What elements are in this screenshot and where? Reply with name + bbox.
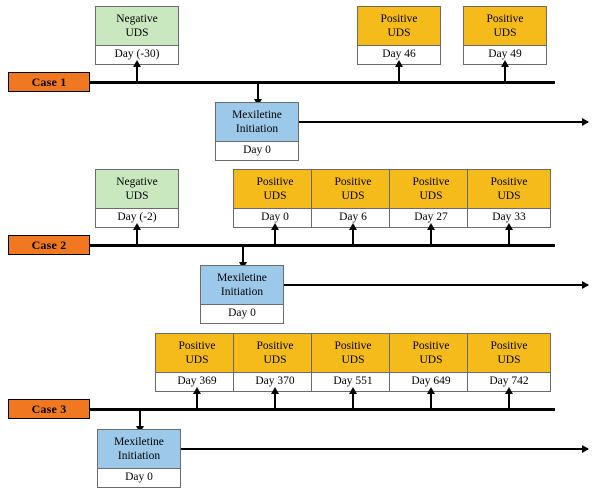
medication-card-day: Day 0 <box>97 469 181 488</box>
medication-title-line-2: Initiation <box>220 286 264 298</box>
medication-card-day: Day 0 <box>215 142 299 161</box>
event-title-line-1: Positive <box>256 340 294 352</box>
event-connector-arrow <box>349 387 357 409</box>
event-card-positive-uds: Positive UDS Day 370 <box>233 333 317 392</box>
case-timeline-1 <box>90 81 555 84</box>
medication-card-title: Mexiletine Initiation <box>200 265 284 305</box>
event-title-line-1: Positive <box>490 340 528 352</box>
event-title-line-2: UDS <box>185 354 209 366</box>
event-title-line-1: Negative <box>116 13 158 25</box>
case-timeline-2 <box>90 244 555 247</box>
event-connector-arrow <box>349 223 357 245</box>
event-connector-arrow <box>133 223 141 245</box>
event-card-title: Positive UDS <box>233 169 317 209</box>
medication-title-line-1: Mexiletine <box>217 272 267 284</box>
event-title-line-2: UDS <box>341 190 365 202</box>
event-title-line-1: Positive <box>334 340 372 352</box>
medication-card-mexiletine: Mexiletine Initiation Day 0 <box>215 102 299 161</box>
medication-connector-arrow <box>136 411 144 433</box>
event-connector-arrow <box>271 223 279 245</box>
event-title-line-2: UDS <box>125 190 149 202</box>
event-card-positive-uds: Positive UDS Day 649 <box>389 333 473 392</box>
event-title-line-2: UDS <box>419 190 443 202</box>
event-connector-arrow <box>501 60 509 82</box>
event-connector-arrow <box>427 223 435 245</box>
event-title-line-1: Positive <box>412 340 450 352</box>
medication-duration-line-1 <box>299 118 589 126</box>
medication-connector-arrow <box>254 84 262 106</box>
event-title-line-1: Positive <box>486 13 524 25</box>
event-card-negative-uds: Negative UDS Day (-2) <box>95 169 179 228</box>
case-label-case-3: Case 3 <box>8 399 90 419</box>
event-title-line-2: UDS <box>387 27 411 39</box>
medication-card-title: Mexiletine Initiation <box>215 102 299 142</box>
medication-connector-arrow <box>239 247 247 269</box>
event-title-line-2: UDS <box>419 354 443 366</box>
medication-card-mexiletine: Mexiletine Initiation Day 0 <box>97 429 181 488</box>
medication-duration-line-2 <box>284 281 589 289</box>
event-card-title: Negative UDS <box>95 6 179 46</box>
event-card-title: Positive UDS <box>311 333 395 373</box>
medication-title-line-1: Mexiletine <box>114 436 164 448</box>
event-title-line-2: UDS <box>125 27 149 39</box>
event-title-line-2: UDS <box>341 354 365 366</box>
event-card-positive-uds: Positive UDS Day 0 <box>233 169 317 228</box>
event-card-positive-uds: Positive UDS Day 742 <box>467 333 551 392</box>
event-card-positive-uds: Positive UDS Day 551 <box>311 333 395 392</box>
event-card-positive-uds: Positive UDS Day 6 <box>311 169 395 228</box>
event-title-line-1: Negative <box>116 176 158 188</box>
event-title-line-2: UDS <box>497 354 521 366</box>
case-label-case-2: Case 2 <box>8 235 90 255</box>
event-card-title: Negative UDS <box>95 169 179 209</box>
event-connector-arrow <box>395 60 403 82</box>
event-card-title: Positive UDS <box>233 333 317 373</box>
medication-title-line-1: Mexiletine <box>232 109 282 121</box>
event-card-title: Positive UDS <box>357 6 441 46</box>
medication-card-day: Day 0 <box>200 305 284 324</box>
medication-card-mexiletine: Mexiletine Initiation Day 0 <box>200 265 284 324</box>
event-card-positive-uds: Positive UDS Day 46 <box>357 6 441 65</box>
event-card-day: Day (-2) <box>95 209 179 228</box>
event-connector-arrow <box>193 387 201 409</box>
event-title-line-2: UDS <box>493 27 517 39</box>
event-card-negative-uds: Negative UDS Day (-30) <box>95 6 179 65</box>
event-title-line-1: Positive <box>412 176 450 188</box>
case-label-case-1: Case 1 <box>8 72 90 92</box>
event-card-positive-uds: Positive UDS Day 33 <box>467 169 551 228</box>
event-card-title: Positive UDS <box>311 169 395 209</box>
event-title-line-1: Positive <box>334 176 372 188</box>
medication-title-line-2: Initiation <box>235 123 279 135</box>
event-title-line-1: Positive <box>178 340 216 352</box>
medication-title-line-2: Initiation <box>117 450 161 462</box>
event-card-positive-uds: Positive UDS Day 369 <box>155 333 239 392</box>
event-card-day: Day 369 <box>155 373 239 392</box>
event-card-title: Positive UDS <box>389 333 473 373</box>
event-title-line-2: UDS <box>497 190 521 202</box>
event-title-line-1: Positive <box>380 13 418 25</box>
event-card-day: Day 49 <box>463 46 547 65</box>
medication-card-title: Mexiletine Initiation <box>97 429 181 469</box>
event-title-line-2: UDS <box>263 190 287 202</box>
event-title-line-2: UDS <box>263 354 287 366</box>
case-timeline-3 <box>90 408 555 411</box>
event-card-positive-uds: Positive UDS Day 49 <box>463 6 547 65</box>
event-card-title: Positive UDS <box>463 6 547 46</box>
event-title-line-1: Positive <box>256 176 294 188</box>
event-card-title: Positive UDS <box>155 333 239 373</box>
event-card-title: Positive UDS <box>389 169 473 209</box>
event-connector-arrow <box>427 387 435 409</box>
event-connector-arrow <box>271 387 279 409</box>
event-connector-arrow <box>505 223 513 245</box>
event-card-positive-uds: Positive UDS Day 27 <box>389 169 473 228</box>
event-card-title: Positive UDS <box>467 169 551 209</box>
event-connector-arrow <box>133 60 141 82</box>
event-title-line-1: Positive <box>490 176 528 188</box>
event-card-title: Positive UDS <box>467 333 551 373</box>
event-connector-arrow <box>505 387 513 409</box>
medication-duration-line-3 <box>181 445 589 453</box>
